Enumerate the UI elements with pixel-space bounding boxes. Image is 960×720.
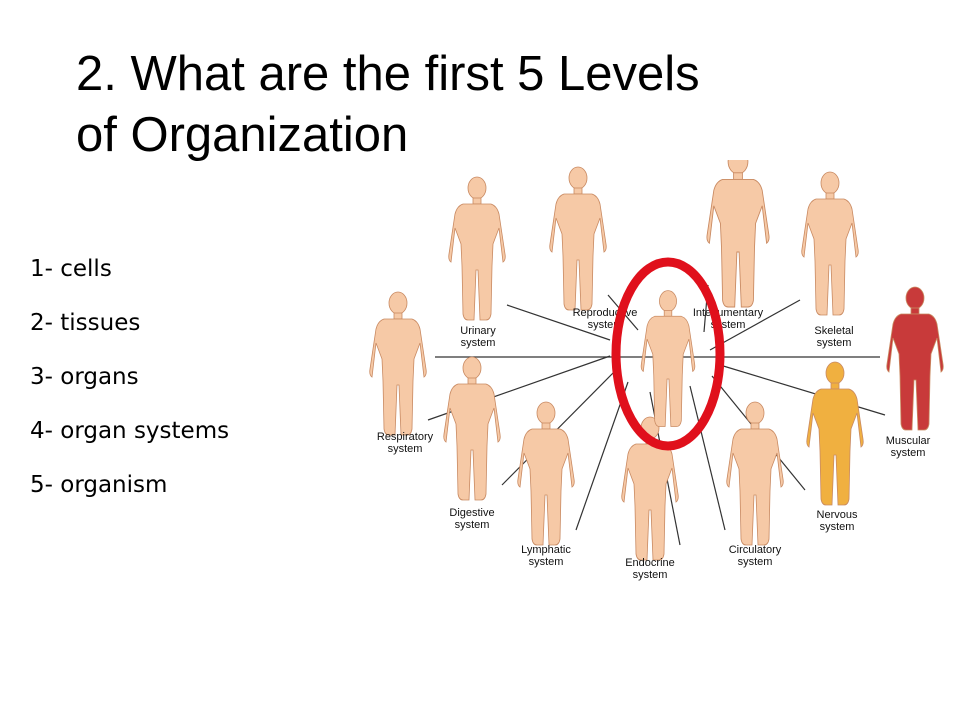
figure-reproductive (549, 166, 607, 311)
figure-circulatory (726, 401, 784, 546)
figure-lymphatic (517, 401, 575, 546)
level-item: 1- cells (30, 256, 112, 282)
level-item: 3- organs (30, 364, 139, 390)
slide-title: 2. What are the first 5 Levels of Organi… (76, 44, 876, 166)
figure-integumentary (706, 160, 770, 308)
figure-urinary (448, 176, 506, 321)
title-line-2: of Organization (76, 108, 409, 162)
title-line-1: 2. What are the first 5 Levels (76, 47, 700, 101)
figure-nervous (806, 361, 864, 506)
figure-digestive (443, 356, 501, 501)
figure-respiratory (369, 291, 427, 436)
connector-line-muscular (719, 364, 886, 416)
figure-organism-center (640, 290, 696, 427)
connector-line-circulatory (689, 385, 726, 531)
figure-muscular (886, 286, 944, 431)
highlight-ring (611, 257, 725, 451)
levels-list: 1- cells 2- tissues 3- organs 4- organ s… (30, 250, 229, 520)
level-item: 4- organ systems (30, 418, 230, 444)
figures (369, 160, 944, 561)
level-item: 2- tissues (30, 310, 141, 336)
connector-line-urinary (506, 304, 611, 341)
connector-line-skeletal (709, 299, 801, 351)
connector-line-lymphatic (575, 381, 629, 531)
level-item: 5- organism (30, 472, 168, 498)
figure-skeletal (801, 171, 859, 316)
